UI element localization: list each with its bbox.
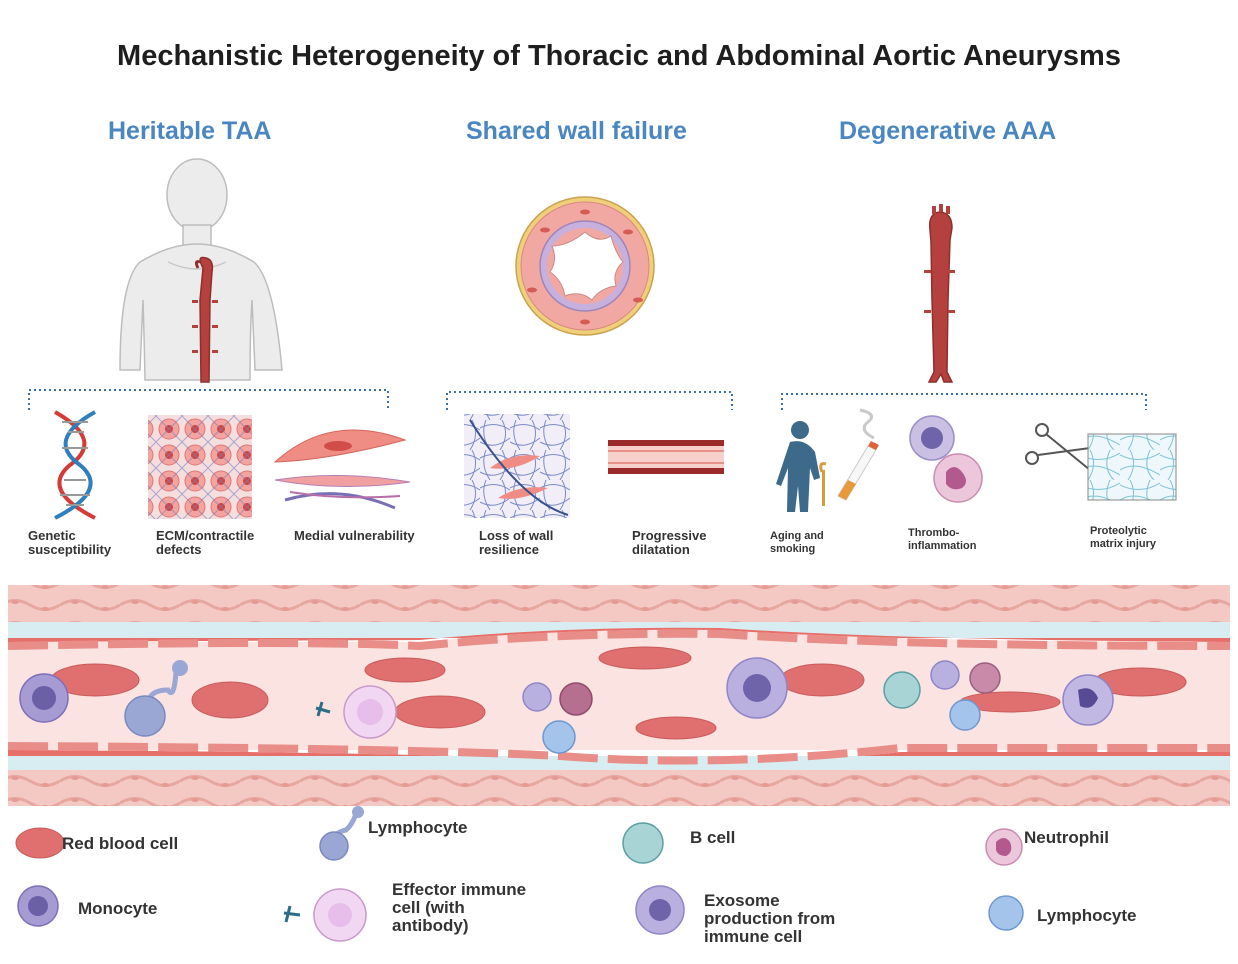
dna-icon	[54, 410, 96, 520]
monocyte-cell-icon	[909, 415, 955, 461]
page-title: Mechanistic Heterogeneity of Thoracic an…	[117, 40, 1121, 72]
blood-vessel-panel	[7, 585, 1231, 806]
aorta-cross-section-icon	[515, 196, 655, 336]
abdominal-aorta-icon	[924, 204, 955, 383]
heading-shared-wall-failure: Shared wall failure	[466, 117, 687, 145]
lumen-cells	[19, 646, 1187, 754]
label-ecm-defects: ECM/contractile defects	[156, 528, 255, 557]
label-genetic-susceptibility: Genetic susceptibility	[28, 528, 112, 557]
label-proteolytic-injury: Proteolytic matrix injury	[1090, 525, 1157, 550]
label-medial-vulnerability: Medial vulnerability	[294, 528, 415, 543]
bracket-shared	[446, 391, 733, 410]
loss-of-resilience-icon	[464, 414, 570, 518]
smooth-muscle-cell-icon	[273, 429, 411, 510]
scissors-icon	[1025, 423, 1091, 471]
legend-neutrophil: Neutrophil	[1024, 828, 1109, 847]
thoracic-aorta-icon	[192, 256, 218, 383]
bracket-heritable	[28, 389, 389, 410]
label-progressive-dilatation: Progressive dilatation	[632, 528, 707, 557]
legend-b-cell: B cell	[690, 828, 736, 847]
legend-lymphocyte: Lymphocyte	[368, 818, 468, 837]
dilated-vessel-icon	[608, 440, 724, 474]
cigarette-icon	[837, 408, 879, 501]
ecm-tissue-icon	[148, 415, 252, 519]
bracket-degenerative	[781, 393, 1147, 410]
label-aging-smoking: Aging and smoking	[770, 530, 824, 555]
legend-monocyte: Monocyte	[78, 899, 158, 918]
legend-exosome-production: Exosome production from immune cell	[704, 891, 836, 946]
label-loss-of-resilience: Loss of wall resilience	[479, 528, 554, 557]
legend-red-blood-cell: Red blood cell	[62, 834, 179, 853]
legend-effector-immune-cell: Effector immune cell (with antibody)	[392, 880, 527, 935]
legend-lymphocyte-2: Lymphocyte	[1037, 906, 1137, 925]
label-thrombo-inflammation: Thrombo- inflammation	[908, 527, 977, 552]
elderly-person-icon	[776, 421, 827, 512]
neutrophil-cell-icon	[933, 453, 983, 503]
legend-icons	[15, 806, 1024, 942]
heading-degenerative-aaa: Degenerative AAA	[839, 117, 1057, 145]
matrix-fibers-icon	[1087, 433, 1177, 501]
heading-heritable-taa: Heritable TAA	[108, 117, 272, 145]
